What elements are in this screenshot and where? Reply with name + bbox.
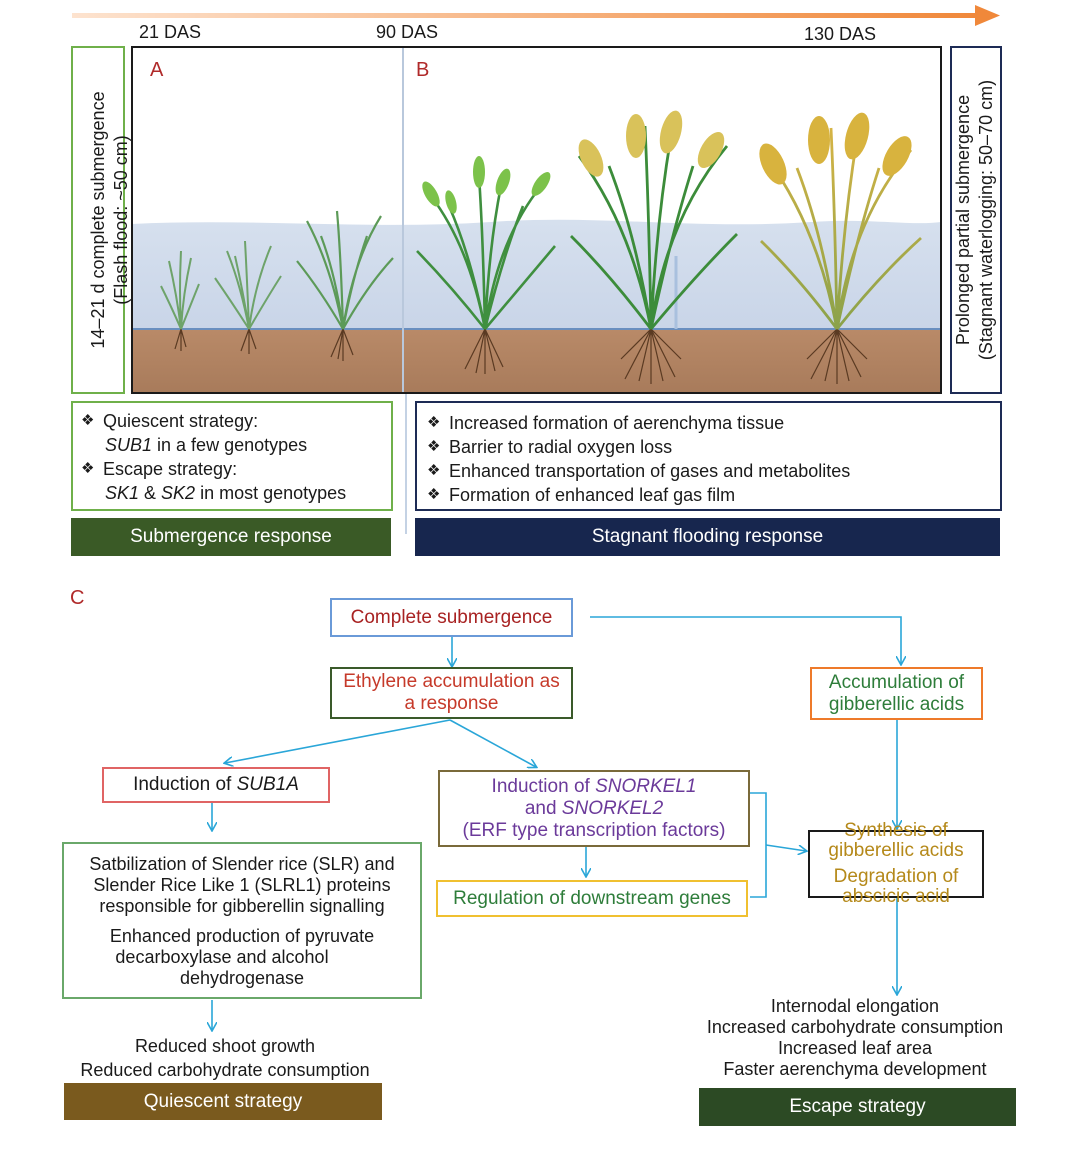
quiescent-detail: SUB1 in a few genotypes	[105, 435, 308, 455]
stagnant-item: ❖Barrier to radial oxygen loss	[427, 437, 673, 457]
ethylene-box: Ethylene accumulation as a response	[330, 667, 573, 719]
flash-flood-line2: (Flash flood: ~50 cm)	[111, 135, 131, 305]
downstream-genes-box: Regulation of downstream genes	[436, 880, 748, 917]
flash-flood-side-box	[71, 46, 125, 394]
flow-arrows	[0, 616, 1080, 1163]
panel-c-label: C	[70, 587, 85, 609]
submergence-strategies-box: ❖Quiescent strategy: SUB1 in a few genot…	[71, 401, 393, 511]
quiescent-item: ❖Quiescent strategy:	[81, 411, 259, 431]
slr-slrl1-box: Satbilization of Slender rice (SLR) and …	[62, 842, 422, 999]
panel-b-label: B	[416, 59, 430, 81]
bullet-icon: ❖	[427, 486, 441, 503]
sub1a-induction-box: Induction of SUB1A	[102, 767, 330, 803]
stagnant-item: ❖Enhanced transportation of gases and me…	[427, 461, 851, 481]
timeline-mark-130: 130 DAS	[804, 24, 877, 44]
stagnant-response-banner: Stagnant flooding response	[415, 518, 1000, 556]
complete-submergence-box: Complete submergence	[330, 598, 573, 637]
ga-accumulation-box: Accumulation of gibberellic acids	[810, 667, 983, 720]
ga-synthesis-aba-degradation-box: Synthesis of gibberellic acids Degradati…	[808, 821, 984, 907]
timeline-mark-21: 21 DAS	[139, 22, 202, 42]
escape-strategy-banner: Escape strategy	[699, 1088, 1016, 1126]
timeline-arrow	[72, 5, 1000, 26]
stagnant-side-box	[950, 46, 1002, 394]
bullet-icon: ❖	[427, 438, 441, 455]
stagnant-traits-box: ❖Increased formation of aerenchyma tissu…	[415, 401, 1002, 511]
section-divider	[405, 394, 407, 534]
timeline-mark-90: 90 DAS	[376, 22, 439, 42]
stagnant-item: ❖Formation of enhanced leaf gas film	[427, 485, 736, 505]
roots	[174, 328, 868, 384]
quiescent-strategy-banner: Quiescent strategy	[64, 1083, 382, 1120]
snorkel-induction-box: Induction of SNORKEL1 and SNORKEL2 (ERF …	[438, 770, 750, 847]
bullet-icon: ❖	[427, 462, 441, 479]
stagnant-line1: Prolonged partial submergence	[953, 94, 973, 346]
rice-growth-scene	[131, 46, 942, 394]
bullet-icon: ❖	[81, 460, 95, 477]
bullet-icon: ❖	[427, 414, 441, 431]
submergence-response-banner: Submergence response	[71, 518, 391, 556]
escape-detail: SK1 & SK2 in most genotypes	[105, 483, 347, 503]
quiescent-outcomes: Reduced shoot growth Reduced carbohydrat…	[80, 1036, 370, 1080]
panel-a-label: A	[150, 59, 164, 81]
escape-item: ❖Escape strategy:	[81, 459, 238, 479]
bullet-icon: ❖	[81, 412, 95, 429]
flash-flood-line1: 14–21 d complete submergence	[88, 91, 108, 349]
stagnant-item: ❖Increased formation of aerenchyma tissu…	[427, 413, 785, 433]
stagnant-line2: (Stagnant waterlogging: 50–70 cm)	[976, 79, 996, 361]
escape-outcomes: Internodal elongation Increased carbohyd…	[706, 996, 1004, 1079]
